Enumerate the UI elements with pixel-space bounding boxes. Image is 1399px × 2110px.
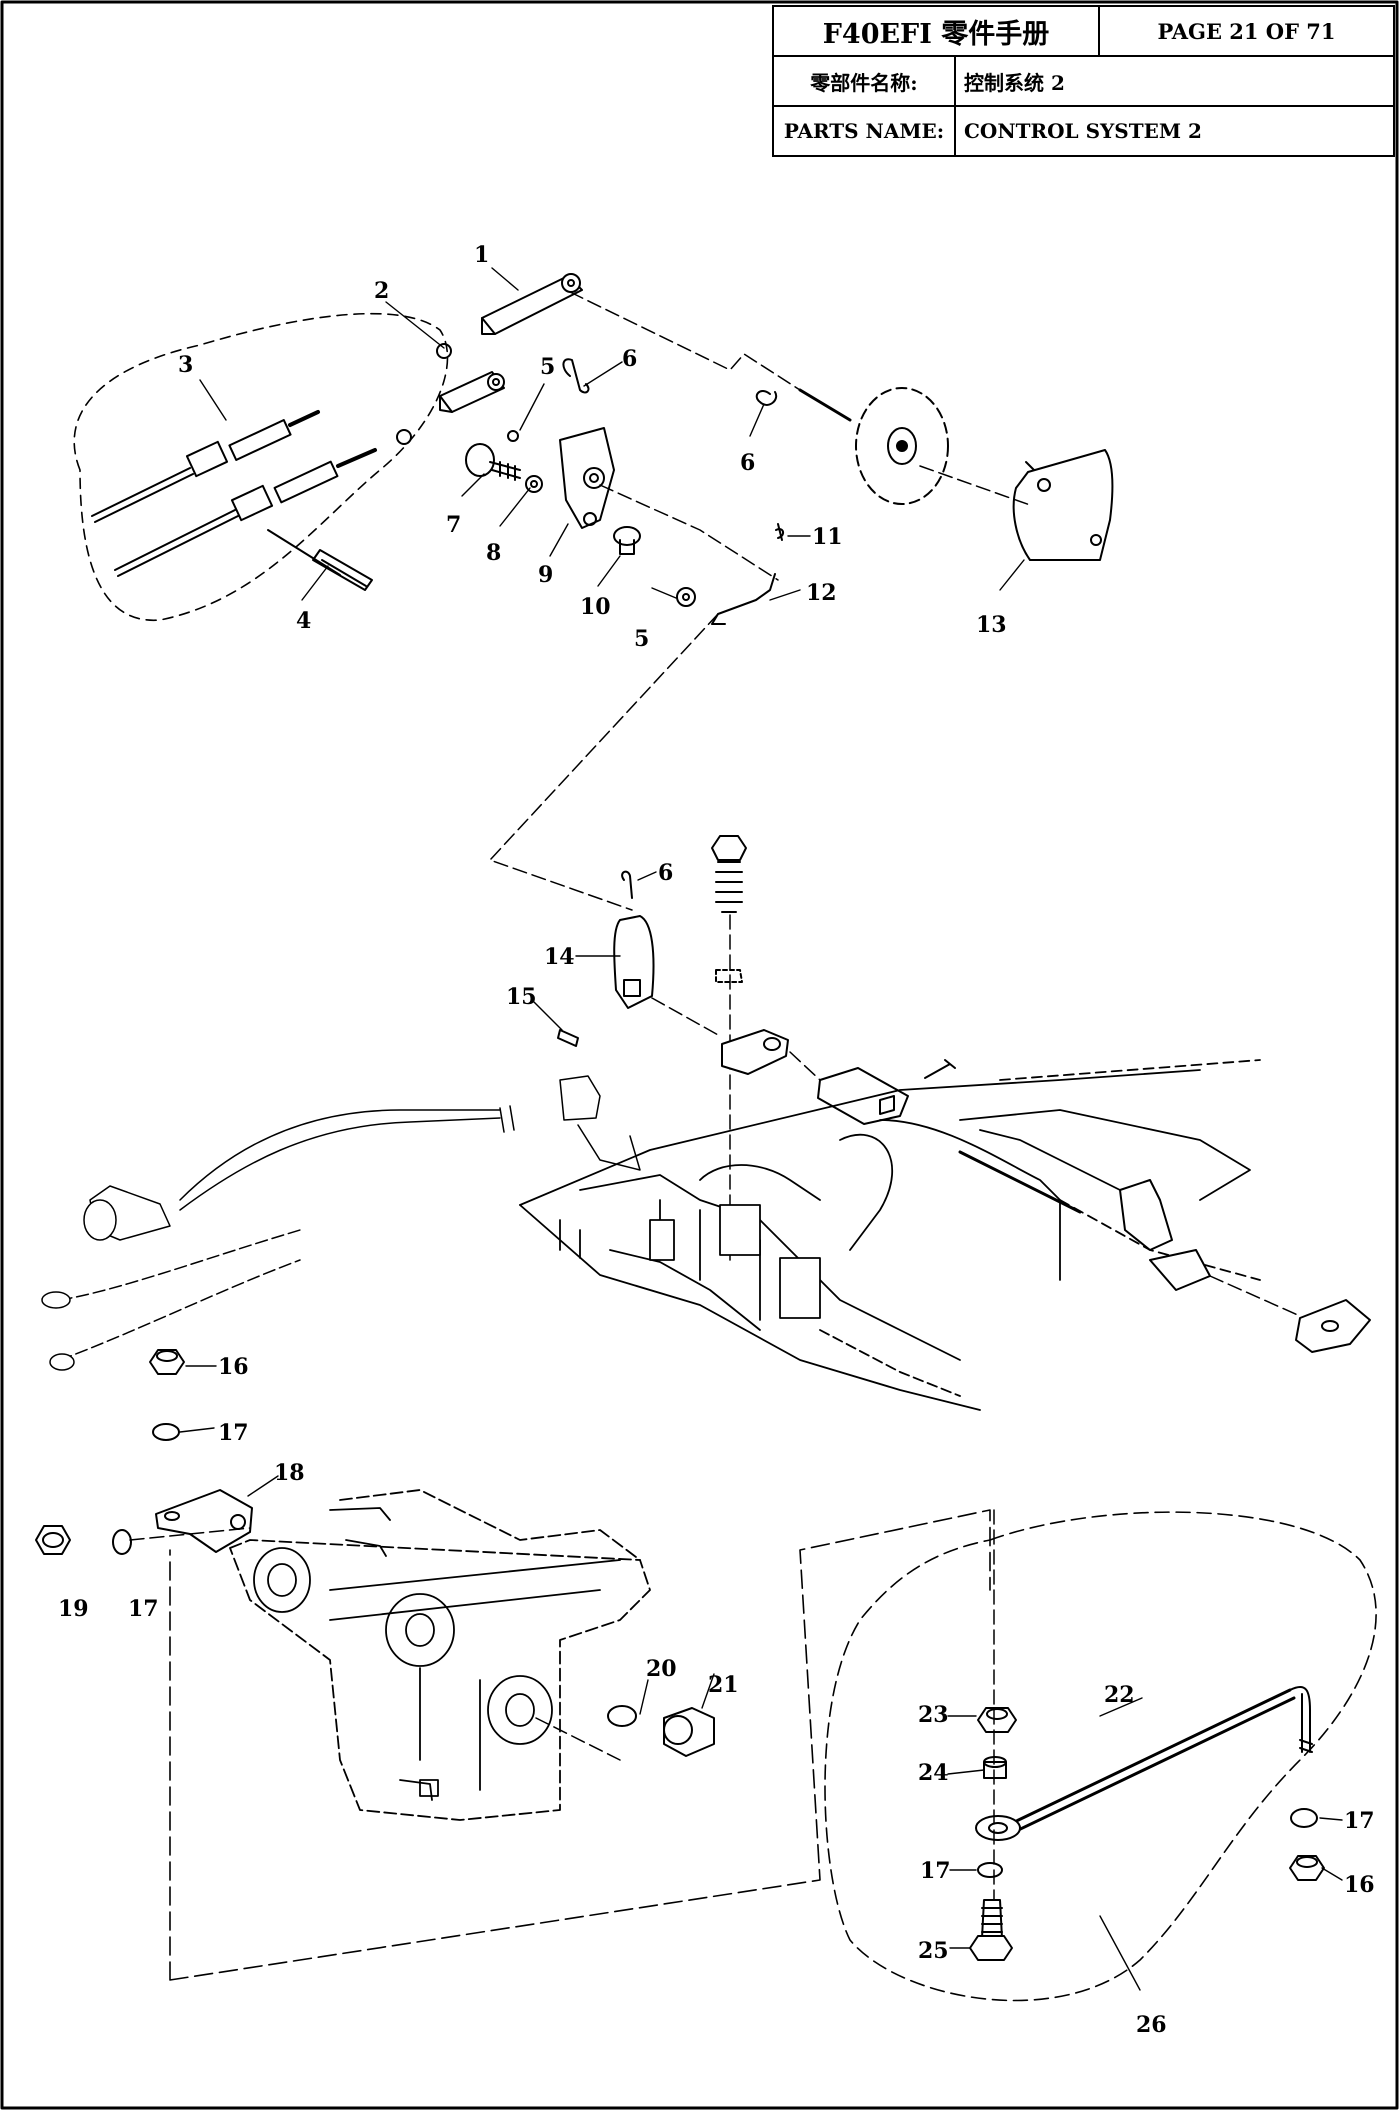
washer-17c xyxy=(977,1862,1003,1878)
callout-4: 4 xyxy=(296,608,311,634)
o-ring-20 xyxy=(607,1705,637,1727)
pin-15 xyxy=(557,1029,579,1047)
callout-10: 10 xyxy=(580,594,611,620)
washer xyxy=(525,475,543,493)
tie-rod-kit-outline xyxy=(824,1511,1377,2002)
callout-25: 25 xyxy=(918,1938,949,1964)
pin-clip xyxy=(775,523,784,541)
callout-3: 3 xyxy=(178,352,193,378)
manual-title: F40EFI 零件手册 xyxy=(774,7,1100,57)
bolt-middle xyxy=(711,835,747,1261)
assembly-line xyxy=(489,613,719,911)
callout-22: 22 xyxy=(1104,1682,1135,1708)
cam-plate xyxy=(1012,449,1114,561)
callout-17b: 17 xyxy=(128,1596,159,1622)
callout-23: 23 xyxy=(918,1702,949,1728)
bracket-18 xyxy=(155,1489,253,1553)
callout-24: 24 xyxy=(918,1760,949,1786)
callout-16a: 16 xyxy=(218,1354,249,1380)
callout-18: 18 xyxy=(274,1460,305,1486)
throttle-cam-assembly xyxy=(755,387,949,505)
washer xyxy=(676,587,696,607)
bushing-21 xyxy=(663,1707,715,1757)
bolt xyxy=(465,443,521,481)
nut-16a xyxy=(149,1349,185,1375)
tie-bar-22 xyxy=(975,1685,1313,1841)
callout-7: 7 xyxy=(446,512,461,538)
assembly-line xyxy=(919,465,1031,506)
cable-joint-2 xyxy=(439,371,505,413)
callout-11: 11 xyxy=(812,524,843,550)
callout-6c: 6 xyxy=(658,860,673,886)
page-number: PAGE 21 OF 71 xyxy=(1100,7,1393,57)
callout-13: 13 xyxy=(976,612,1007,638)
washer-17b xyxy=(112,1529,132,1555)
cable-clip xyxy=(312,549,373,591)
link-rod xyxy=(711,573,776,625)
bolt-25 xyxy=(969,1899,1013,1961)
swivel-bracket xyxy=(229,1489,651,1821)
callout-17c: 17 xyxy=(920,1858,951,1884)
washer xyxy=(507,430,519,442)
callout-labels: 1 2 3 4 5 5 6 6 6 7 8 9 10 11 12 13 14 1… xyxy=(58,242,1375,2038)
shift-shaft-joint xyxy=(817,1059,956,1125)
nut-16b xyxy=(1289,1855,1325,1881)
shift-lever xyxy=(613,915,655,1009)
clip xyxy=(621,870,633,899)
washer-17a xyxy=(152,1423,180,1441)
assembly-line xyxy=(129,1527,251,1541)
assembly-line xyxy=(651,997,721,1037)
nut-23 xyxy=(977,1707,1017,1733)
callout-8: 8 xyxy=(486,540,501,566)
washer-17d xyxy=(1290,1808,1318,1828)
control-lever xyxy=(559,427,615,529)
cable-joint-1 xyxy=(481,273,583,335)
cable-group-outline xyxy=(73,312,449,621)
assembly-line xyxy=(535,1717,621,1761)
callout-15: 15 xyxy=(506,984,537,1010)
pin xyxy=(613,526,641,555)
shaft-clamp xyxy=(721,1029,789,1075)
title-block: F40EFI 零件手册 PAGE 21 OF 71 零部件名称: 控制系统 2 … xyxy=(772,5,1395,157)
parts-name-label-cn: 零部件名称: xyxy=(774,57,956,107)
callout-5a: 5 xyxy=(540,354,555,380)
callout-17d: 17 xyxy=(1344,1808,1375,1834)
callout-2: 2 xyxy=(374,278,389,304)
callout-19: 19 xyxy=(58,1596,89,1622)
callout-6a: 6 xyxy=(622,346,637,372)
callout-20: 20 xyxy=(646,1656,677,1682)
assembly-line xyxy=(569,291,801,391)
parts-name-value-en: CONTROL SYSTEM 2 xyxy=(964,119,1202,143)
callout-17a: 17 xyxy=(218,1420,249,1446)
callout-6b: 6 xyxy=(740,450,755,476)
callout-16b: 16 xyxy=(1344,1872,1375,1898)
callout-21: 21 xyxy=(708,1672,739,1698)
nut xyxy=(396,429,412,445)
shift-cable xyxy=(114,448,377,577)
callout-26: 26 xyxy=(1136,2012,1167,2038)
callout-leaders xyxy=(179,267,1343,1991)
callout-9: 9 xyxy=(538,562,553,588)
clip xyxy=(562,358,590,394)
parts-name-label-en: PARTS NAME: xyxy=(774,107,956,155)
washer-hole xyxy=(530,480,538,488)
nut xyxy=(436,343,452,359)
assembly-line xyxy=(789,1051,821,1081)
callout-1: 1 xyxy=(474,242,489,268)
collar-24 xyxy=(983,1756,1007,1779)
assembly-line xyxy=(599,484,779,581)
throttle-cable xyxy=(91,410,320,523)
callout-12: 12 xyxy=(806,580,837,606)
nut-19 xyxy=(35,1525,71,1555)
callout-5b: 5 xyxy=(634,626,649,652)
shift-rod xyxy=(958,1150,1371,1353)
parts-name-value-cn: 控制系统 2 xyxy=(956,57,1393,107)
washer-hole xyxy=(682,593,690,601)
assembly-line xyxy=(169,1509,991,1981)
wiring-harness xyxy=(41,1075,641,1371)
callout-14: 14 xyxy=(544,944,575,970)
